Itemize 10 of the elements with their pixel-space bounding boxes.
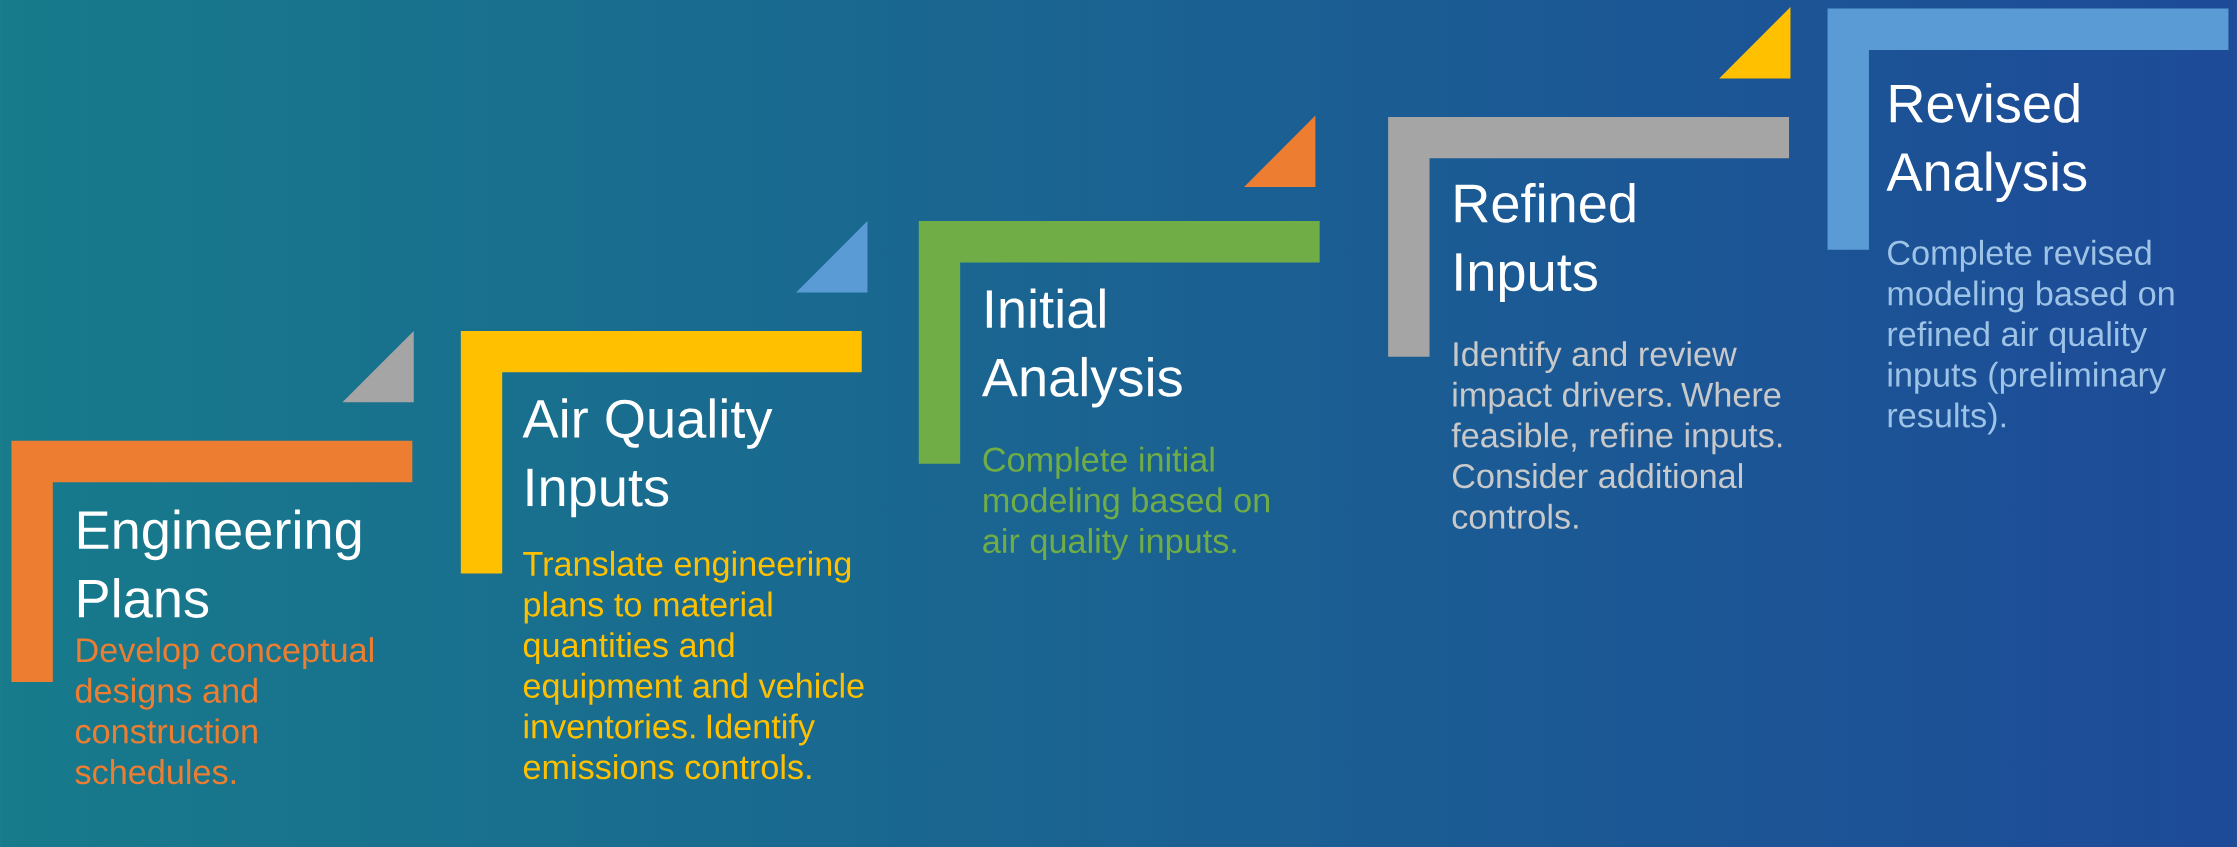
- step-description: Identify and review impact drivers. Where feasible, refine inputs. Consider additional controls.: [1451, 340, 1782, 529]
- step-description: Translate engineering plans to material quantities and equipment and vehicle inventories. Identify emissions controls.: [523, 550, 864, 780]
- step-heading: Refined Inputs: [1455, 182, 1635, 302]
- step-heading: Engineering Plans: [78, 509, 361, 618]
- step-heading: Air Quality Inputs: [522, 398, 773, 518]
- step-heading: Initial Analysis: [981, 288, 1182, 408]
- step-description: Develop conceptual designs and construction schedules.: [75, 636, 373, 785]
- step-heading: Revised Analysis: [1886, 82, 2087, 202]
- step-description: Complete initial modeling based on air quality inputs.: [983, 446, 1269, 560]
- step-description: Complete revised modeling based on refined air quality inputs (preliminary results).: [1888, 239, 2174, 435]
